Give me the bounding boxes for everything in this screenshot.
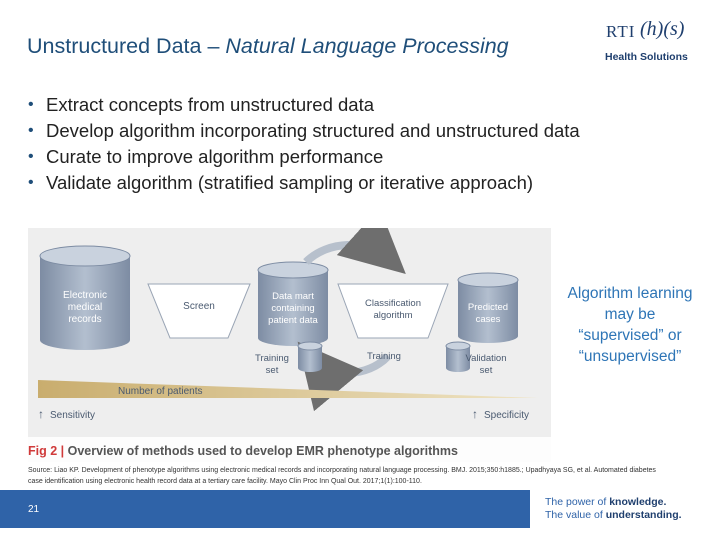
training-label: Training (367, 351, 401, 362)
classification-label-2: algorithm (373, 310, 412, 321)
logo-rti-text: RTI (606, 22, 636, 41)
training-set-label-2: set (266, 365, 279, 376)
bullet-icon: • (28, 96, 34, 113)
ehr-label-3: records (68, 314, 101, 325)
num-patients-label: Number of patients (118, 386, 203, 397)
bullet-item: • Extract concepts from unstructured data (28, 92, 580, 118)
tagline-1b: knowledge. (609, 496, 667, 508)
bullet-item: • Develop algorithm incorporating structu… (28, 118, 580, 144)
classification-label-1: Classification (365, 298, 421, 309)
phenotype-figure: Electronic medical records Screen Data m… (28, 228, 551, 462)
datamart-label-1: Data mart (272, 291, 314, 302)
bullet-item: • Curate to improve algorithm performance (28, 144, 580, 170)
classification-funnel (337, 283, 449, 339)
datamart-label-2: containing (271, 303, 314, 314)
validation-label-2: set (480, 365, 493, 376)
tagline-line-2: The value of understanding. (545, 509, 682, 522)
bullet-text: Extract concepts from unstructured data (46, 94, 375, 115)
bullet-text: Validate algorithm (stratified sampling … (46, 172, 534, 193)
training-set-label-1: Training (255, 353, 289, 364)
ehr-label-2: medical (68, 302, 102, 313)
specificity-label: Specificity (484, 410, 529, 421)
footer-bar (0, 490, 530, 528)
tagline-2b: understanding. (605, 509, 682, 521)
predicted-label-2: cases (476, 314, 501, 325)
bullet-text: Develop algorithm incorporating structur… (46, 120, 580, 141)
sensitivity-arrow-icon: ↑ (38, 407, 44, 421)
bullet-icon: • (28, 122, 34, 139)
side-note: Algorithm learning may be “supervised” o… (567, 285, 693, 365)
logo-hs-text: (h)(s) (640, 18, 685, 40)
validation-set-database-icon (445, 341, 471, 372)
validation-label-1: Validation (465, 353, 506, 364)
bullet-icon: • (28, 174, 34, 191)
title-italic: Natural Language Processing (225, 34, 509, 58)
source-citation: Source: Liao KP. Development of phenotyp… (28, 467, 656, 485)
caption-text: Overview of methods used to develop EMR … (64, 444, 458, 458)
datamart-label-3: patient data (268, 315, 318, 326)
datamart-database-icon (257, 261, 329, 346)
bullet-list: • Extract concepts from unstructured data… (28, 92, 580, 196)
logo-subtitle: Health Solutions (605, 51, 688, 63)
screen-funnel (147, 283, 251, 339)
tagline-1a: The power of (545, 496, 610, 508)
rti-logo: RTI (h)(s) Health Solutions (600, 16, 700, 68)
sensitivity-label: Sensitivity (50, 410, 95, 421)
footer: 21 The power of knowledge. The value of … (0, 490, 720, 540)
page-number: 21 (28, 504, 40, 515)
tagline-2a: The value of (545, 509, 606, 521)
tagline-line-1: The power of knowledge. (545, 496, 682, 509)
ehr-database-icon (39, 245, 131, 350)
title-main: Unstructured Data – (27, 34, 226, 58)
figure-caption: Fig 2 | Overview of methods used to deve… (28, 444, 458, 458)
screen-label: Screen (183, 301, 215, 312)
footer-tagline: The power of knowledge. The value of und… (545, 496, 682, 522)
ehr-label-1: Electronic (63, 290, 107, 301)
specificity-arrow-icon: ↑ (472, 407, 478, 421)
caption-number: Fig 2 | (28, 444, 65, 458)
bullet-item: • Validate algorithm (stratified sampling… (28, 170, 580, 196)
slide-title: Unstructured Data – Natural Language Pro… (27, 34, 509, 59)
figure-diagram: Electronic medical records Screen Data m… (38, 228, 538, 421)
bullet-icon: • (28, 148, 34, 165)
bullet-text: Curate to improve algorithm performance (46, 146, 384, 167)
cycle-arrow-top-icon (303, 228, 406, 275)
predicted-label-1: Predicted (468, 302, 508, 313)
training-set-database-icon (297, 341, 323, 372)
patients-wedge (38, 380, 538, 398)
predicted-database-icon (457, 272, 519, 343)
